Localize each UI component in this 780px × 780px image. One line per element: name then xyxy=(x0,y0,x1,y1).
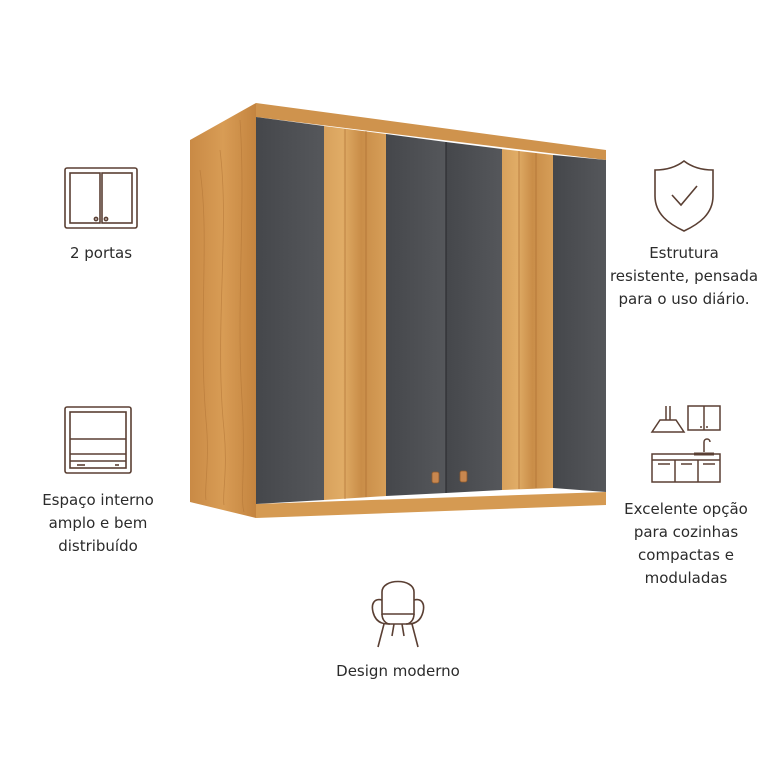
door-handle-right xyxy=(459,470,468,483)
side-panel xyxy=(190,103,256,518)
modular-kitchen-icon xyxy=(650,405,721,483)
feature-cozinhas: Excelente opção para cozinhas compactas … xyxy=(602,404,770,590)
feature-design: Design moderno xyxy=(310,570,486,683)
cabinet-two-doors-icon xyxy=(64,167,138,229)
feature-design-label: Design moderno xyxy=(336,662,460,680)
feature-estrutura: Estrutura resistente, pensada para o uso… xyxy=(598,158,770,311)
door-panel-2 xyxy=(386,134,446,496)
feature-estrutura-label: Estrutura resistente, pensada para o uso… xyxy=(609,244,759,308)
wall-cabinet-image xyxy=(190,103,606,518)
top-panel xyxy=(256,103,606,160)
armchair-icon xyxy=(371,580,425,648)
shield-check-icon xyxy=(654,159,714,232)
feature-espaco-label: Espaço interno amplo e bem distribuído xyxy=(42,491,154,555)
feature-cozinhas-label: Excelente opção para cozinhas compactas … xyxy=(624,500,748,587)
door-panel-3 xyxy=(446,142,502,493)
wood-slat-2 xyxy=(502,149,553,490)
door-handle-left xyxy=(431,471,440,484)
feature-portas-label: 2 portas xyxy=(69,244,133,262)
bottom-panel xyxy=(256,492,606,518)
door-panel-1 xyxy=(256,117,324,504)
wood-slat-1 xyxy=(324,126,386,500)
door-panel-4 xyxy=(553,155,606,492)
open-storage-cabinet-icon xyxy=(64,406,132,474)
feature-espaco: Espaço interno amplo e bem distribuído xyxy=(20,405,176,558)
feature-portas: 2 portas xyxy=(40,166,162,265)
